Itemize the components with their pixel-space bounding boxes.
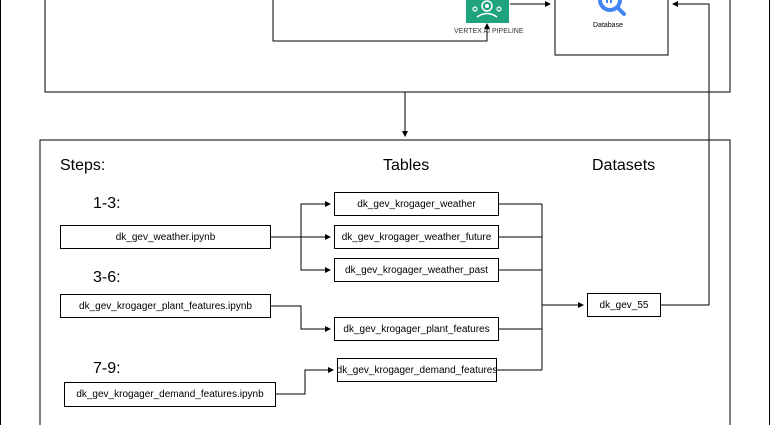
connector-plant-features [271, 305, 331, 332]
datasets-heading: Datasets [592, 157, 656, 174]
bottom-container [39, 139, 731, 425]
notebook-plant-features[interactable]: dk_gev_krogager_plant_features.ipynb [60, 294, 271, 318]
dataset-box[interactable]: dk_gev_55 [587, 293, 661, 317]
table-weather-past[interactable]: dk_gev_krogager_weather_past [334, 258, 499, 282]
vertex-pipeline-label: VERTEX AI PIPELINE [454, 28, 524, 35]
notebook-weather[interactable]: dk_gev_weather.ipynb [60, 225, 271, 249]
table-weather-future[interactable]: dk_gev_krogager_weather_future [334, 225, 499, 249]
bigquery-icon [598, 0, 626, 16]
table-plant-features[interactable]: dk_gev_krogager_plant_features [334, 317, 499, 341]
step-range-3: 7-9: [93, 360, 121, 377]
database-label: Database [593, 22, 623, 29]
top-container [44, 0, 731, 93]
table-weather[interactable]: dk_gev_krogager_weather [334, 192, 499, 216]
table-demand-features[interactable]: dk_gev_krogager_demand_features [337, 358, 497, 382]
connector-demand-features [276, 367, 334, 395]
database-box [554, 0, 669, 56]
connector-to-vertex [272, 0, 490, 42]
vertex-ai-pipeline-icon [466, 0, 509, 23]
step-range-1: 1-3: [93, 195, 121, 212]
tables-heading: Tables [383, 157, 430, 174]
notebook-demand-features[interactable]: dk_gev_krogager_demand_features.ipynb [64, 382, 276, 407]
connector-weather [300, 201, 331, 237]
connector-dataset-to-database [661, 1, 710, 306]
connector-weather-past [300, 237, 331, 273]
step-range-2: 3-6: [93, 269, 121, 286]
steps-heading: Steps: [60, 157, 106, 174]
